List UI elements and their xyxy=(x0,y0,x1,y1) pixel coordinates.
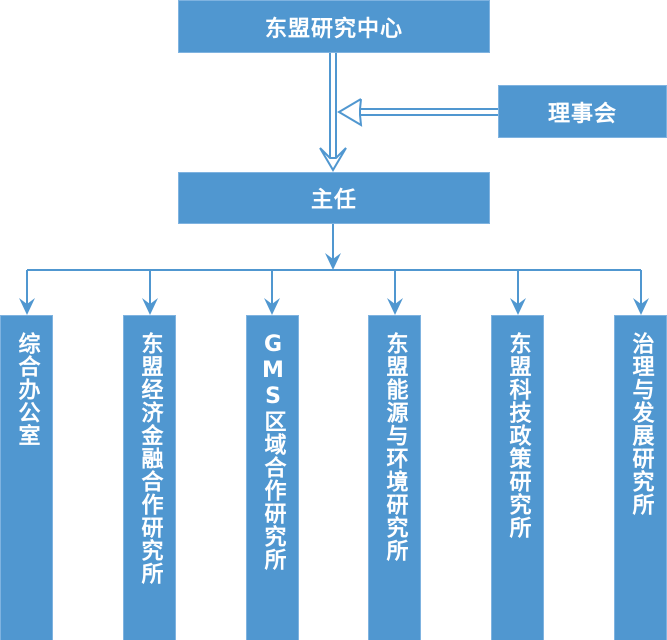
department-arrowhead xyxy=(19,298,35,315)
director-node-label: 主任 xyxy=(310,188,357,213)
department-label: 治理与发展研究所 xyxy=(628,332,654,516)
director-to-bus-arrowhead xyxy=(325,253,341,270)
board-to-main-arrowhead xyxy=(337,98,363,127)
department-arrowhead xyxy=(264,298,280,315)
top-node-label: 东盟研究中心 xyxy=(264,16,403,42)
department-node-energy-environment: 东盟能源与环境研究所 xyxy=(368,315,421,640)
department-label: GMS区域合作研究所 xyxy=(260,332,286,571)
department-arrowhead xyxy=(387,298,403,315)
department-label: 综合办公室 xyxy=(14,332,40,447)
department-arrowhead xyxy=(510,298,526,315)
department-label: 东盟经济金融合作研究所 xyxy=(137,332,163,585)
board-node: 理事会 xyxy=(498,85,667,138)
department-arrowhead xyxy=(142,298,158,315)
top-to-director-arrowhead xyxy=(319,147,347,172)
department-arrowhead xyxy=(633,298,649,315)
department-node-general-office: 综合办公室 xyxy=(0,315,53,640)
department-node-economic-finance: 东盟经济金融合作研究所 xyxy=(123,315,176,640)
department-node-gms: GMS区域合作研究所 xyxy=(246,315,299,640)
department-node-science-tech-policy: 东盟科技政策研究所 xyxy=(491,315,544,640)
board-node-label: 理事会 xyxy=(547,101,617,127)
director-node: 主任 xyxy=(178,172,490,224)
department-label: 东盟能源与环境研究所 xyxy=(382,332,408,562)
department-label: 东盟科技政策研究所 xyxy=(505,332,531,539)
department-node-governance-development: 治理与发展研究所 xyxy=(614,315,667,640)
top-node-asean-research-center: 东盟研究中心 xyxy=(178,0,490,53)
